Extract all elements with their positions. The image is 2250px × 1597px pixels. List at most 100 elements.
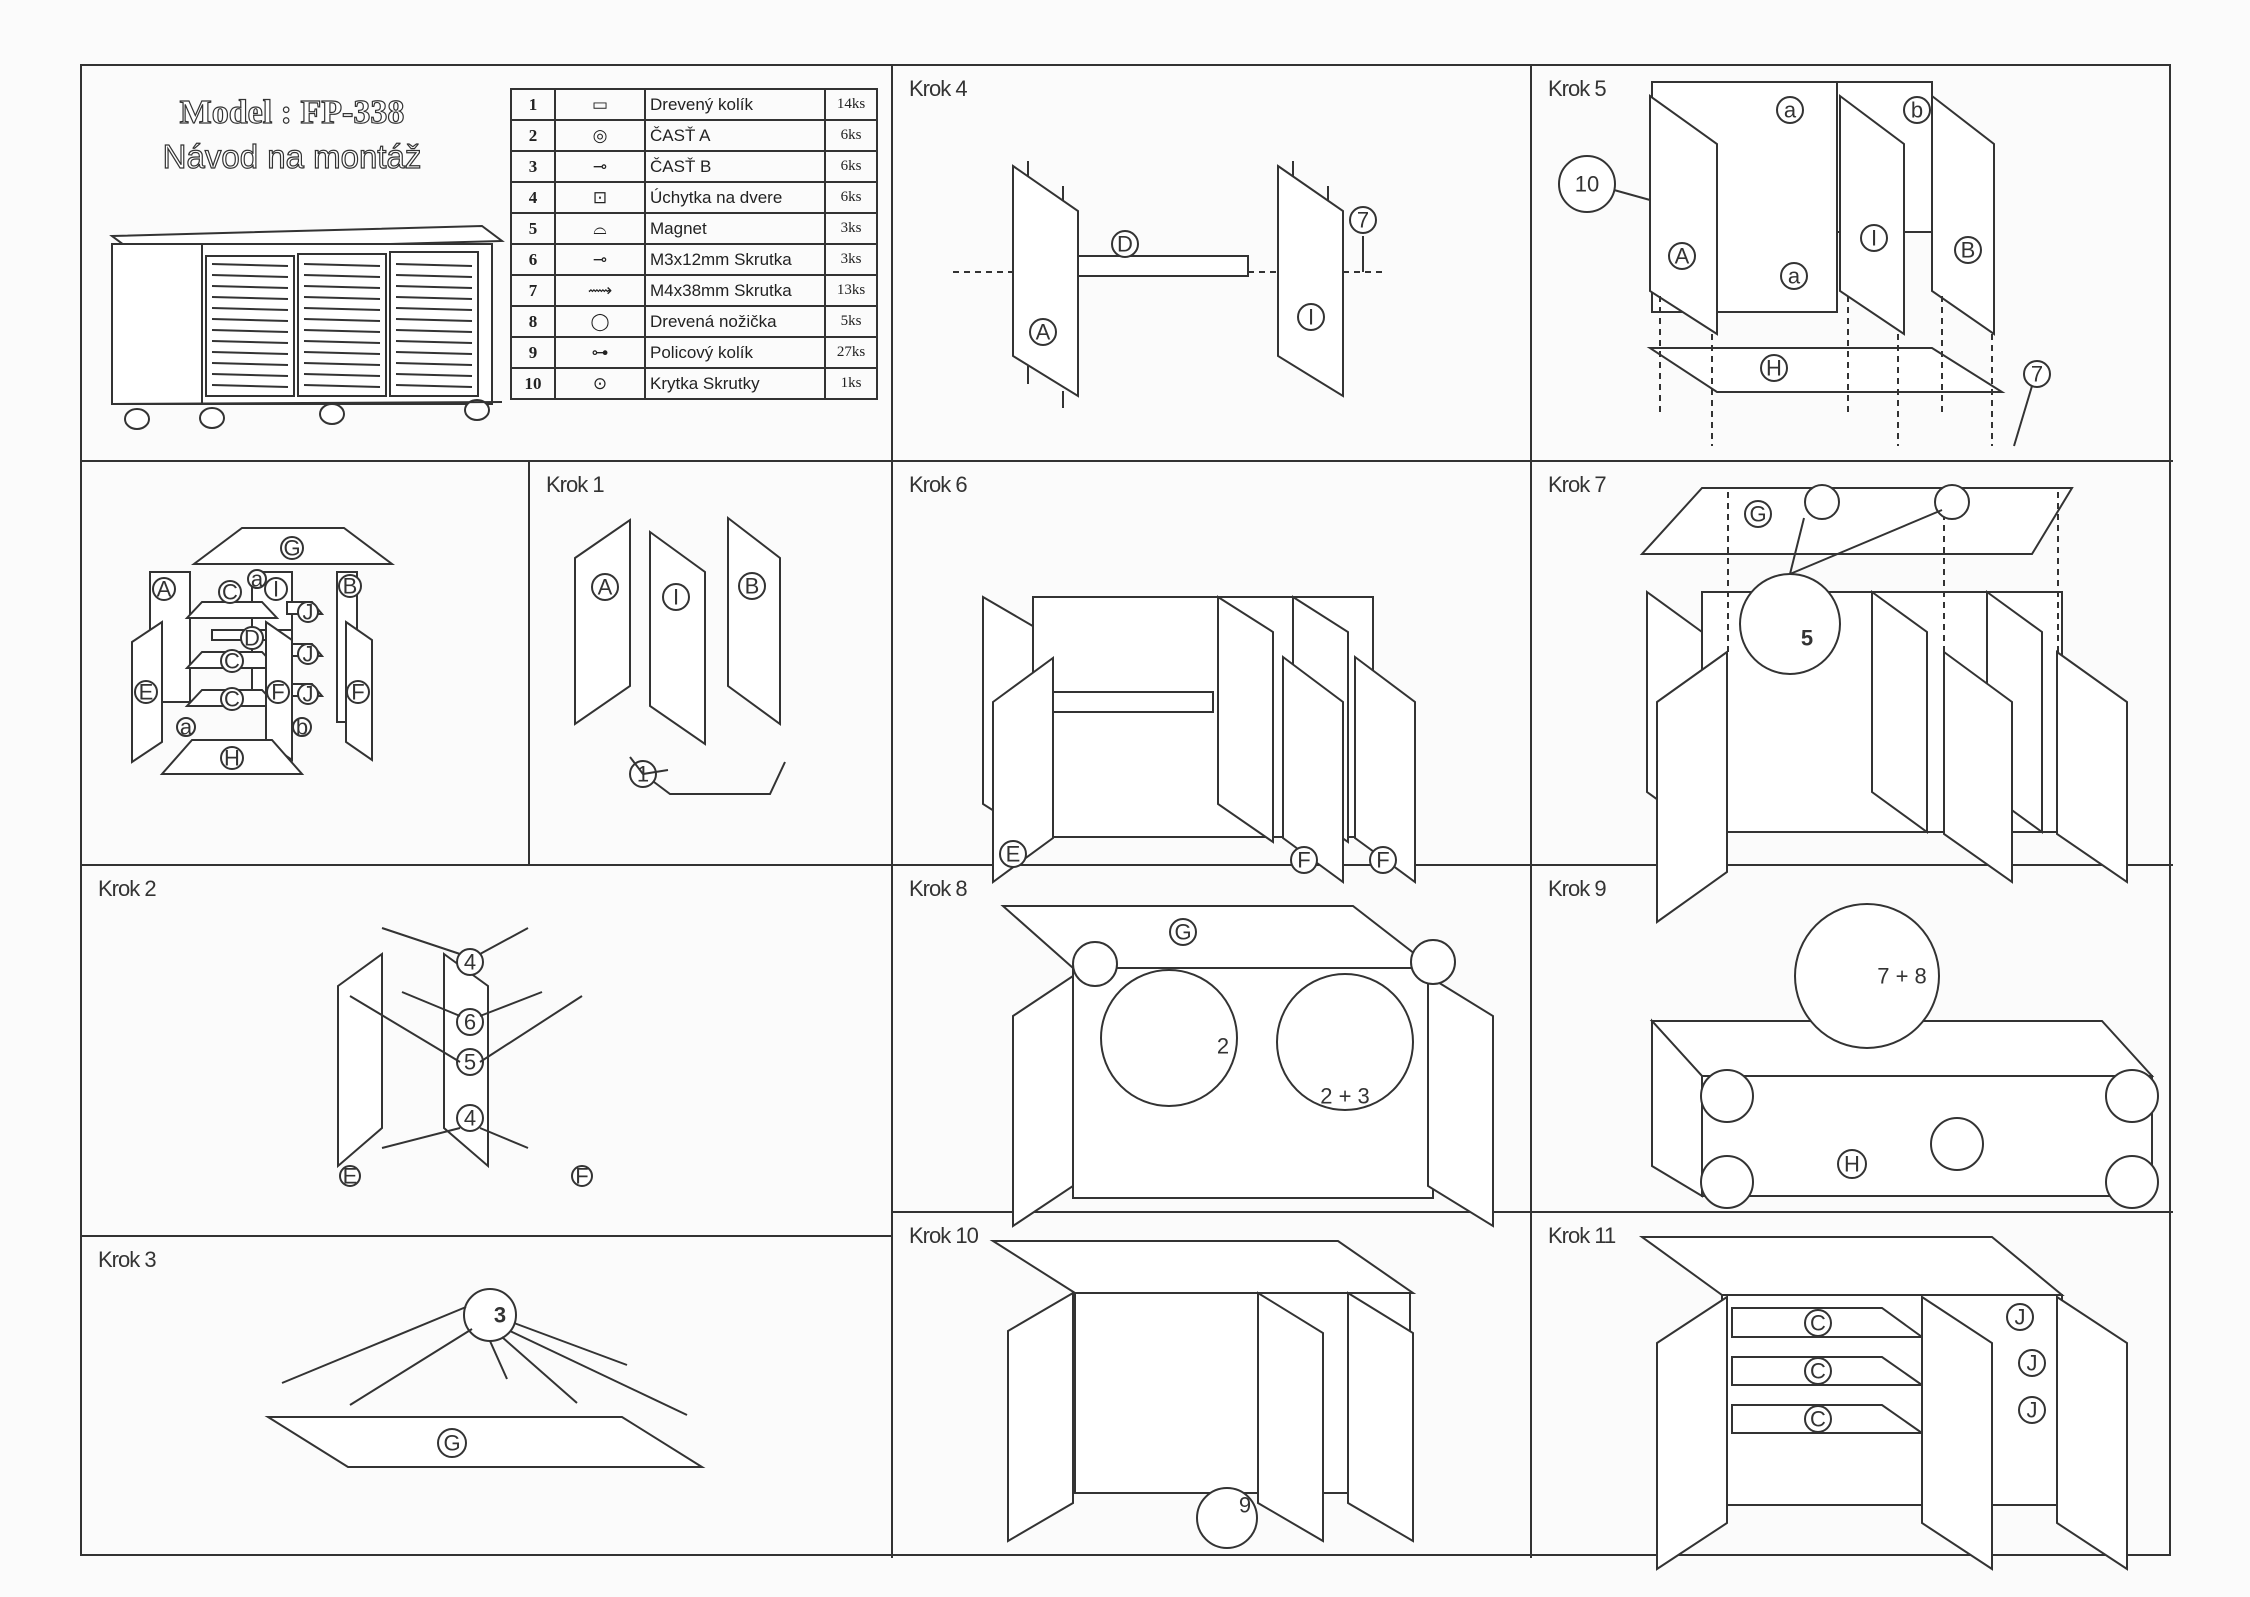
step-2-panel: Krok 2 4 6 5 4 E F [82, 866, 891, 1235]
part-b-label: B [343, 574, 358, 599]
step-9-label: Krok 9 [1548, 876, 1607, 901]
part-quantity: 1ks [824, 367, 878, 400]
callout-4-bottom: 4 [464, 1106, 476, 1131]
door-f-label: F [575, 1164, 588, 1189]
step-1-label: Krok 1 [546, 472, 605, 497]
step-1-diagram: A I B 1 [574, 515, 786, 795]
part-j-label-2: J [303, 642, 314, 667]
step-5-panel: Krok 5 A I B H a a b 10 7 [1532, 66, 2173, 460]
door-slat [303, 384, 381, 388]
door-slat [395, 274, 473, 278]
step-6-diagram: E F F [982, 595, 1416, 884]
door-left [205, 255, 295, 397]
door-slat [395, 340, 473, 344]
part-a-back-label-1: a [251, 567, 264, 592]
divider-krok2-3 [82, 1235, 891, 1237]
step-3-label: Krok 3 [98, 1247, 157, 1272]
part-a-label: A [1675, 244, 1690, 269]
part-name: ČASŤ A [644, 119, 826, 152]
part-h-label: H [1766, 356, 1782, 381]
door-f-label-1: F [1297, 848, 1310, 873]
callout-7-plus-8: 7 + 8 [1877, 964, 1927, 989]
part-d-label: D [244, 626, 260, 651]
board-g-label: G [1749, 502, 1766, 527]
part-quantity: 3ks [824, 212, 878, 245]
part-quantity: 14ks [824, 88, 878, 121]
step-10-panel: Krok 10 9 [893, 1213, 1530, 1558]
board-g-label: G [443, 1431, 460, 1456]
header-panel: Model : FP-338 Návod na montáž 1▭Dre [82, 66, 891, 460]
callout-3: 3 [494, 1303, 506, 1328]
door-slat [395, 307, 473, 311]
magnet-icon: ⌓ [554, 212, 646, 245]
callout-10: 10 [1575, 172, 1599, 197]
door-slat [395, 329, 473, 333]
part-d-label: D [1117, 232, 1133, 257]
step-8-diagram: 2 2 + 3 G [1000, 905, 1494, 1228]
step-9-diagram: 7 + 8 H [1649, 903, 2159, 1209]
callout-5: 5 [464, 1050, 476, 1075]
step-2-label: Krok 2 [98, 876, 157, 901]
part-g-label: G [283, 536, 300, 561]
part-name: Drevený kolík [644, 88, 826, 121]
part-name: Úchytka na dvere [644, 181, 826, 214]
part-quantity: 6ks [824, 181, 878, 214]
divider-row-3 [891, 1211, 2173, 1213]
door-slat [303, 351, 381, 355]
part-number: 5 [510, 212, 556, 245]
part-h-label: H [224, 746, 240, 771]
part-f-label-1: F [271, 680, 284, 705]
door-slat [303, 318, 381, 322]
part-j-label-3: J [303, 682, 314, 707]
door-slat [395, 263, 473, 267]
part-a-top-label: a [1784, 98, 1797, 123]
part-name: Magnet [644, 212, 826, 245]
shelf-c-label-1: C [1810, 1311, 1826, 1336]
part-number: 4 [510, 181, 556, 214]
door-slat [211, 296, 289, 300]
part-f-label-2: F [351, 680, 364, 705]
step-3-panel: Krok 3 3 G [82, 1237, 891, 1558]
door-slat [303, 340, 381, 344]
divider-row-1 [82, 460, 2173, 462]
part-name: ČASŤ B [644, 150, 826, 183]
part-c-label-2: C [224, 649, 240, 674]
part-number: 1 [510, 88, 556, 121]
step-10-label: Krok 10 [909, 1223, 979, 1248]
shelf-j-label-1: J [2015, 1305, 2026, 1330]
door-f-label-2: F [1376, 848, 1389, 873]
part-name: M3x12mm Skrutka [644, 243, 826, 276]
callout-7: 7 [2031, 362, 2043, 387]
part-b-label: B [1961, 238, 1976, 263]
board-h-label: H [1844, 1152, 1860, 1177]
door-hinge-icon: ⊡ [554, 181, 646, 214]
divider-row-2 [82, 864, 2173, 866]
part-number: 3 [510, 150, 556, 183]
part-number: 10 [510, 367, 556, 400]
part-i-label: I [273, 577, 279, 602]
part-name: Krytka Skrutky [644, 367, 826, 400]
divider-col-2 [1530, 66, 1532, 1558]
step-8-label: Krok 8 [909, 876, 968, 901]
part-b-label: B [745, 574, 760, 599]
step-2-diagram: 4 6 5 4 E F [337, 927, 593, 1189]
long-screw-icon: ⟿ [554, 274, 646, 307]
step-6-label: Krok 6 [909, 472, 968, 497]
callout-2-plus-3: 2 + 3 [1320, 1084, 1370, 1109]
exploded-view-panel: G A I B C a D C C E F F J J J a b H [82, 462, 528, 864]
door-slat [303, 373, 381, 377]
door-slat [395, 318, 473, 322]
door-slat [303, 307, 381, 311]
shelf-j-label-2: J [2027, 1351, 2038, 1376]
part-quantity: 13ks [824, 274, 878, 307]
part-a-bottom-label: a [1788, 264, 1801, 289]
step-9-panel: Krok 9 7 + 8 H [1532, 866, 2173, 1211]
part-quantity: 6ks [824, 150, 878, 183]
part-number: 7 [510, 274, 556, 307]
step-7-panel: Krok 7 5 G [1532, 462, 2173, 924]
door-slat [395, 373, 473, 377]
